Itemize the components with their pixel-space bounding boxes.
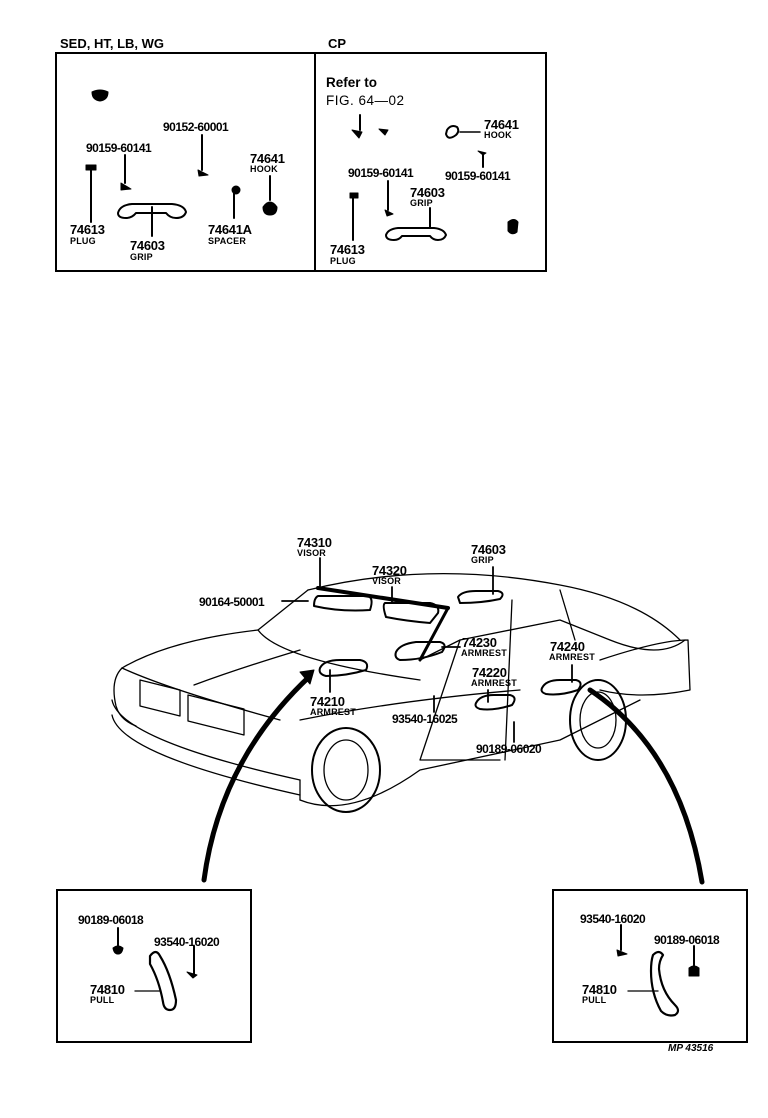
inset-bl-parts-art [112, 927, 198, 1012]
inset-cp-parts-art [349, 114, 519, 241]
callout-name: VISOR [297, 548, 327, 558]
part-number: 74613 [330, 242, 365, 257]
inset-box-cp [314, 52, 547, 272]
left-callout-arrow [201, 673, 313, 883]
pull-handle-part-icon [148, 950, 178, 1012]
inset-box-rear-pull [552, 889, 748, 1043]
cap-part-icon [91, 89, 109, 102]
callout-name: ARMREST [471, 678, 517, 688]
part-name: PLUG [330, 256, 356, 266]
part-number: 93540-16020 [580, 912, 646, 926]
part-number: 90159-60141 [86, 141, 152, 155]
callout-name: ARMREST [310, 707, 356, 717]
callout-name: ARMREST [461, 648, 507, 658]
part-name: HOOK [250, 164, 278, 174]
part-number: 74613 [70, 222, 105, 237]
callout-number: 93540-16025 [392, 712, 458, 726]
inset-sed-parts-art [85, 89, 278, 237]
callout-number: 74310 [297, 535, 332, 550]
part-name: SPACER [208, 236, 247, 246]
callout-name: VISOR [372, 576, 402, 586]
callout-name: GRIP [471, 555, 494, 565]
part-number: 90189-06018 [78, 913, 144, 927]
callout-number: 90189-06020 [476, 742, 542, 756]
refer-to-text: Refer to [326, 75, 378, 90]
callout-number: 74240 [550, 639, 585, 654]
part-number: 74603 [410, 185, 445, 200]
part-number: 93540-16020 [154, 935, 220, 949]
part-number: 74810 [582, 982, 617, 997]
part-number: 90152-60001 [163, 120, 229, 134]
plug-part-icon [85, 164, 97, 171]
part-name: HOOK [484, 130, 512, 140]
part-name: GRIP [410, 198, 433, 208]
part-number: 90159-60141 [348, 166, 414, 180]
part-number: 90189-06018 [654, 933, 720, 947]
figure-code: MP 43516 [668, 1043, 714, 1054]
hook-part-icon [445, 125, 460, 139]
part-number: 74641 [250, 151, 285, 166]
inset-box-front-pull [56, 889, 252, 1043]
callout-leaders [281, 557, 573, 743]
callout-number: 74220 [472, 665, 507, 680]
part-number: 74810 [90, 982, 125, 997]
part-name: PULL [90, 995, 115, 1005]
part-name: GRIP [130, 252, 153, 262]
callout-number: 90164-50001 [199, 595, 265, 609]
right-callout-arrow [587, 687, 705, 885]
callout-number: 74230 [462, 635, 497, 650]
inset-header-sed: SED, HT, LB, WG [60, 36, 164, 51]
callout-number: 74320 [372, 563, 407, 578]
grip-part-icon [385, 227, 447, 241]
pull-handle-part-icon [649, 950, 680, 1017]
part-name: PULL [582, 995, 607, 1005]
part-number: 74641A [208, 222, 252, 237]
inset-br-parts-art [616, 924, 700, 1017]
hook-part-icon [262, 201, 278, 216]
screw-part-icon [120, 182, 132, 191]
inset-header-cp: CP [328, 36, 347, 51]
part-name: PLUG [70, 236, 96, 246]
callout-name: ARMREST [549, 652, 595, 662]
callout-number: 74603 [471, 542, 506, 557]
part-number: 90159-60141 [445, 169, 511, 183]
part-number: 74603 [130, 238, 165, 253]
car-body-art [111, 573, 691, 813]
callout-number: 74210 [310, 694, 345, 709]
grip-part-icon [117, 203, 187, 219]
figure-reference-link[interactable]: FIG. 64—02 [326, 93, 405, 108]
part-number: 74641 [484, 117, 519, 132]
